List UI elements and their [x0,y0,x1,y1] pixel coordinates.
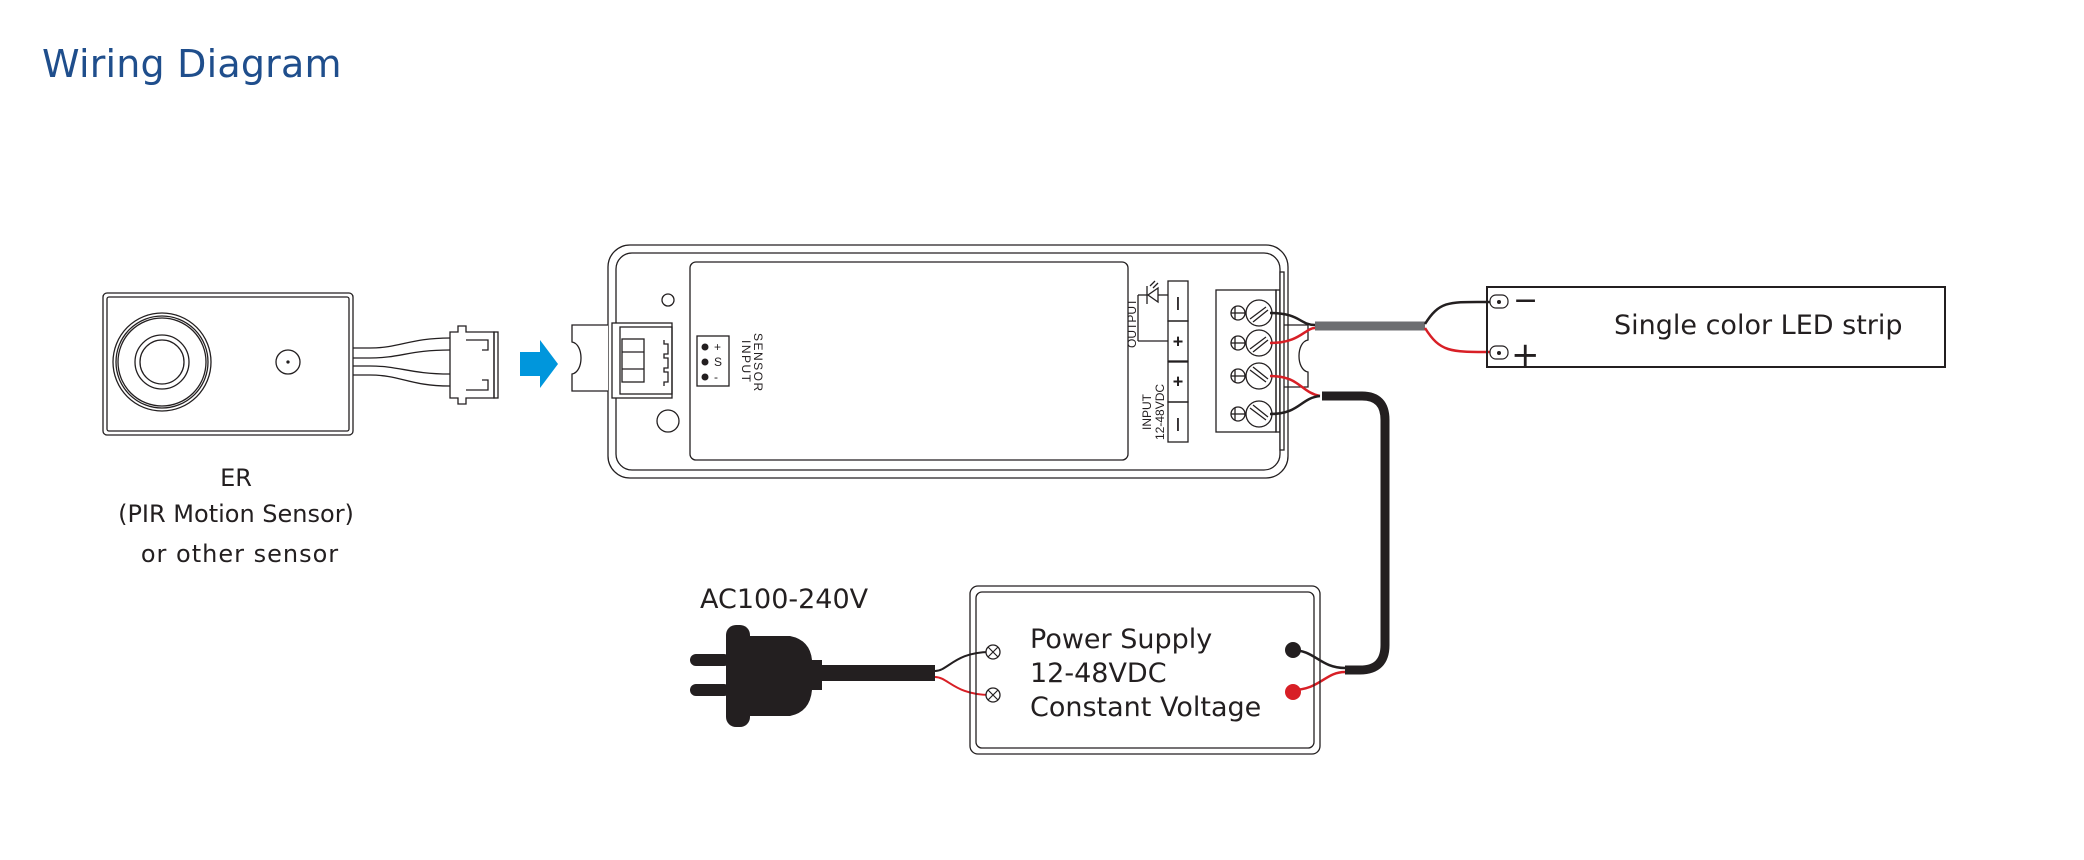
terminal-screws [1230,299,1273,428]
sensor-pin-dot [701,373,709,381]
led-strip-label: Single color LED strip [1614,310,1903,341]
led-strip: − + Single color LED strip [1486,283,1946,375]
ac-wires [934,651,991,696]
pir-sensor [102,292,499,436]
output-label: OUTPUT [1125,298,1139,348]
sensor-pin-dot [701,343,709,351]
terminal-screw-icon [1230,299,1273,327]
sensor-lens-icon [112,312,212,412]
dc-terminal-positive [1285,684,1301,700]
led-symbol-icon [1137,280,1168,342]
sensor-pin-label: S [714,355,722,369]
sensor-indicator-icon [275,349,301,375]
sensor-cable [353,337,451,387]
terminal-polarity-label: + [1173,331,1184,351]
sensor-pin-label: - [714,370,718,384]
led-minus-label: − [1513,283,1538,318]
output-wires [1269,300,1491,354]
input-label: INPUT [1140,393,1154,430]
ac-plug-icon [690,625,935,727]
led-plus-label: + [1511,335,1540,375]
controller [571,244,1309,479]
power-supply-line3: Constant Voltage [1030,692,1261,723]
connect-arrow-icon [520,340,558,388]
terminal-polarity-label: + [1173,372,1184,392]
sensor-label-alt: or other sensor [141,540,339,568]
page-title: Wiring Diagram [42,42,342,86]
sensor-pin-block [696,335,730,387]
power-supply: Power Supply 12-48VDC Constant Voltage [969,585,1321,755]
sensor-label-model: ER [220,464,252,492]
dc-cable [1322,391,1390,675]
input-wires [1269,374,1390,692]
ac-voltage-label: AC100-240V [700,584,869,615]
terminal-polarity-label: | [1176,415,1180,431]
power-supply-line1: Power Supply [1030,624,1212,655]
terminal-screw-icon [1230,400,1273,428]
terminal-screw-icon [1230,362,1273,390]
sensor-pin-label: + [714,340,721,354]
power-supply-line2: 12-48VDC [1030,658,1167,689]
sensor-pin-dot [701,358,709,366]
terminal-screw-icon [1230,329,1273,357]
dc-terminal-negative [1285,642,1301,658]
sensor-label-type: (PIR Motion Sensor) [118,500,354,528]
sensor-input-label-2: INPUT [739,340,753,384]
sensor-input-label: SENSOR [751,333,765,393]
sensor-connector [449,325,499,405]
terminal-polarity-label: | [1176,294,1180,310]
sensor-input-port [611,322,673,399]
input-voltage-label: 12-48VDC [1153,384,1167,440]
